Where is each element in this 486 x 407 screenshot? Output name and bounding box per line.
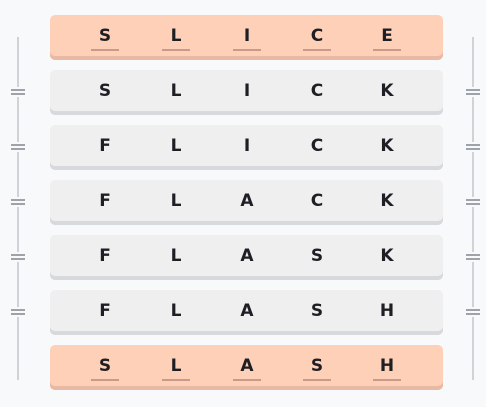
letter-cell: E: [372, 26, 402, 51]
letter-cell[interactable]: L: [170, 191, 182, 211]
letter-cell: S: [302, 356, 332, 381]
letter-cell[interactable]: F: [99, 136, 111, 156]
left-equal-icon-5: [10, 307, 26, 317]
ladder-step-row[interactable]: F L A C K: [50, 180, 443, 225]
letter-cell[interactable]: H: [379, 301, 395, 321]
letter-cell: S: [90, 356, 120, 381]
letter-cell: C: [302, 26, 332, 51]
letter-cell[interactable]: C: [310, 81, 324, 101]
letter-cell[interactable]: A: [240, 301, 254, 321]
ladder-step-row[interactable]: S L I C K: [50, 70, 443, 115]
right-guide-line: [472, 37, 474, 380]
left-equal-icon-1: [10, 87, 26, 97]
letter-cell[interactable]: K: [380, 81, 394, 101]
left-equal-icon-3: [10, 197, 26, 207]
letter-cell: S: [90, 26, 120, 51]
letter-cell[interactable]: A: [240, 246, 254, 266]
ladder-step-row[interactable]: F L A S H: [50, 290, 443, 335]
letter-cell[interactable]: A: [240, 191, 254, 211]
left-equal-icon-4: [10, 252, 26, 262]
start-word-row: S L I C E: [50, 15, 443, 60]
right-equal-icon-2: [465, 142, 481, 152]
letter-cell: L: [161, 26, 191, 51]
right-equal-icon-1: [465, 87, 481, 97]
letter-cell[interactable]: S: [98, 81, 112, 101]
letter-cell[interactable]: K: [380, 246, 394, 266]
ladder-step-row[interactable]: F L I C K: [50, 125, 443, 170]
letter-cell: H: [372, 356, 402, 381]
letter-cell: L: [161, 356, 191, 381]
left-guide-line: [17, 37, 19, 380]
letter-cell[interactable]: L: [170, 301, 182, 321]
letter-cell[interactable]: L: [170, 136, 182, 156]
right-equal-icon-3: [465, 197, 481, 207]
letter-cell[interactable]: C: [310, 136, 324, 156]
letter-cell[interactable]: K: [380, 136, 394, 156]
letter-cell[interactable]: L: [170, 81, 182, 101]
letter-cell[interactable]: I: [243, 81, 251, 101]
right-equal-icon-4: [465, 252, 481, 262]
letter-cell: I: [232, 26, 262, 51]
letter-cell: A: [232, 356, 262, 381]
letter-cell[interactable]: F: [99, 246, 111, 266]
letter-cell[interactable]: K: [380, 191, 394, 211]
letter-cell[interactable]: L: [170, 246, 182, 266]
letter-cell[interactable]: S: [310, 246, 324, 266]
letter-cell[interactable]: I: [243, 136, 251, 156]
letter-cell[interactable]: F: [99, 191, 111, 211]
right-equal-icon-5: [465, 307, 481, 317]
letter-cell[interactable]: S: [310, 301, 324, 321]
left-equal-icon-2: [10, 142, 26, 152]
letter-cell[interactable]: C: [310, 191, 324, 211]
end-word-row: S L A S H: [50, 345, 443, 390]
ladder-step-row[interactable]: F L A S K: [50, 235, 443, 280]
letter-cell[interactable]: F: [99, 301, 111, 321]
